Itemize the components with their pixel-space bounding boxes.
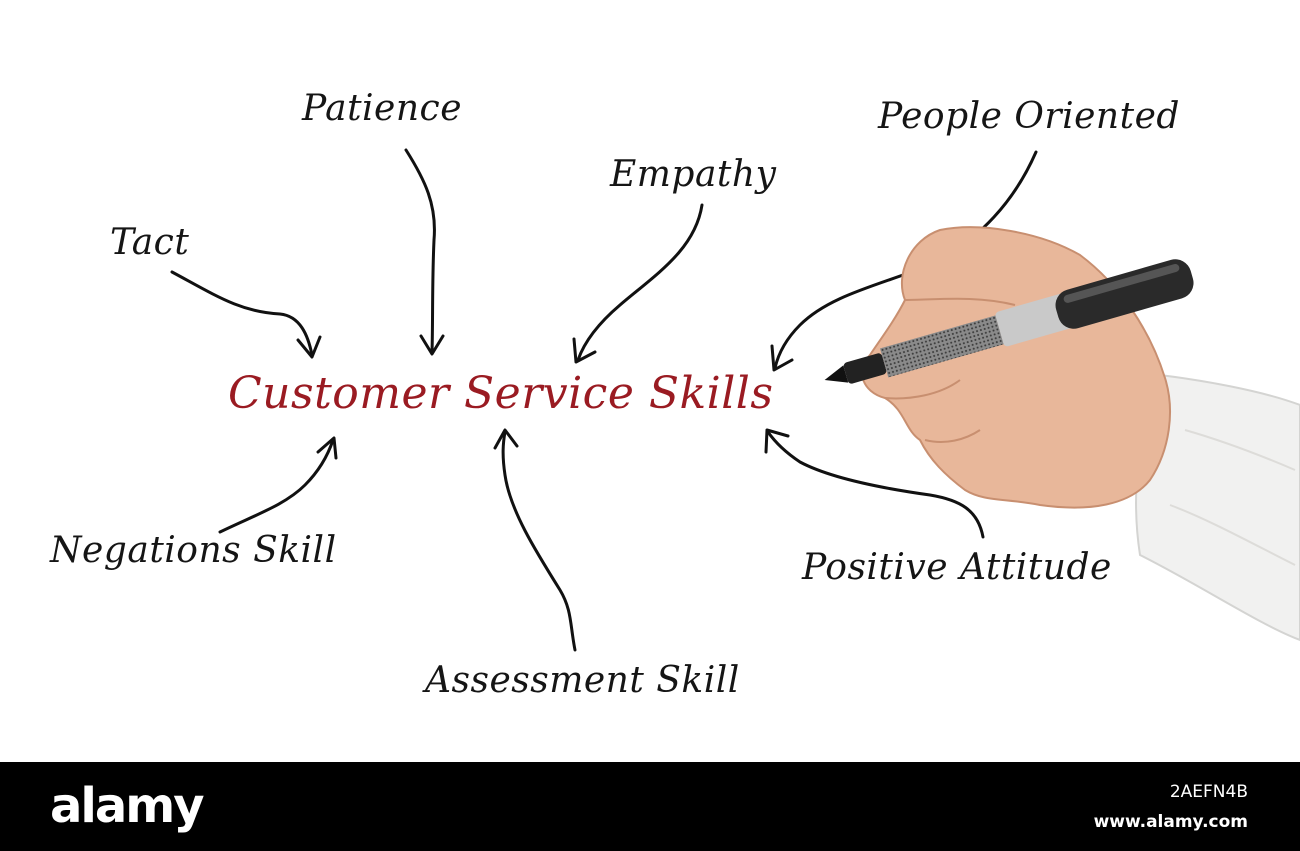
- diagram-canvas: [170, 148, 1300, 652]
- skill-label-empathy: Empathy: [610, 154, 777, 195]
- arrowhead-negations: [316, 436, 338, 460]
- arrow-tact: [170, 270, 314, 357]
- watermark-footer: alamy 2AEFN4B www.alamy.com: [0, 762, 1300, 851]
- arrowhead-positive-attitude: [764, 428, 790, 454]
- image-id: 2AEFN4B: [1169, 782, 1248, 802]
- arrow-assessment: [501, 430, 577, 652]
- arrowhead-patience: [419, 334, 445, 356]
- site-url: www.alamy.com: [1093, 812, 1248, 832]
- arrow-people-oriented: [773, 150, 1038, 370]
- skill-label-negations: Negations Skill: [50, 530, 337, 571]
- arrowhead-empathy: [572, 337, 597, 364]
- skill-label-patience: Patience: [302, 88, 463, 129]
- marker-pen: [824, 259, 1194, 384]
- arrowhead-assessment: [493, 428, 519, 450]
- arrow-positive-attitude: [766, 430, 985, 539]
- arrowhead-tact: [296, 335, 322, 359]
- arrowhead-people-oriented: [770, 344, 794, 372]
- arrow-negations: [218, 438, 335, 534]
- skill-label-assessment: Assessment Skill: [425, 660, 740, 701]
- skill-label-tact: Tact: [110, 222, 190, 263]
- brand-logo: alamy: [50, 778, 205, 834]
- center-label: Customer Service Skills: [228, 368, 774, 419]
- skill-label-positive-attitude: Positive Attitude: [802, 547, 1112, 588]
- arrow-empathy: [576, 203, 704, 362]
- hand-illustration: [824, 226, 1300, 642]
- skill-label-people-oriented: People Oriented: [878, 96, 1180, 137]
- arrow-patience: [404, 148, 436, 354]
